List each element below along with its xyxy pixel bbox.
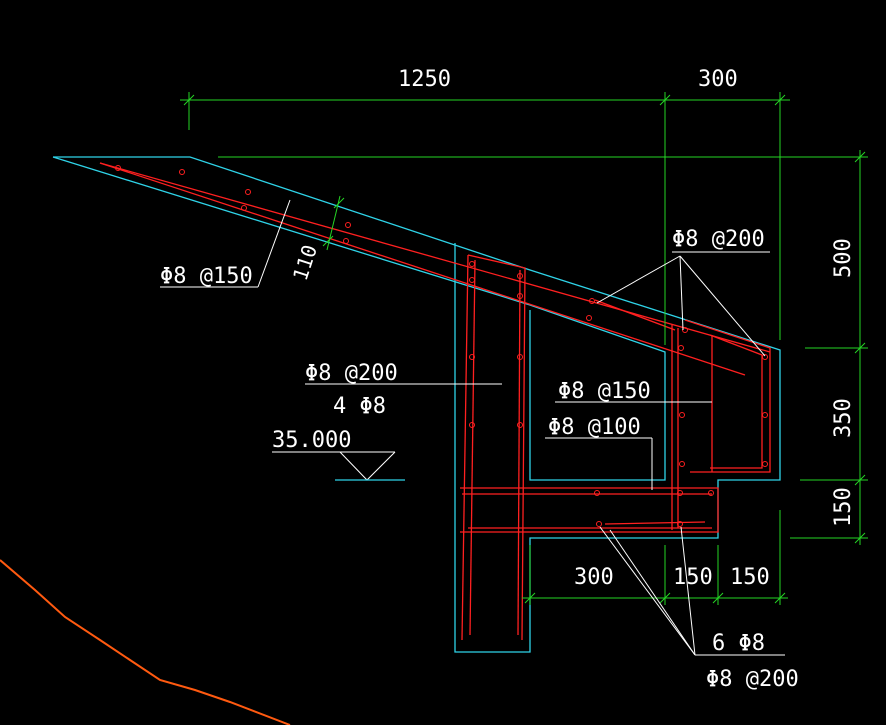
rebar-dot [241, 205, 247, 211]
rebar-dot [679, 412, 685, 418]
rebar-dot [469, 277, 475, 283]
rebar-dot [469, 422, 475, 428]
elevation-triangle [339, 451, 396, 481]
rebar-dot [586, 315, 592, 321]
dim-label-slab-thickness: 110 [288, 242, 322, 284]
ground-curve [0, 559, 291, 725]
dim-label-right-bottom: 150 [831, 487, 856, 527]
dim-label-bottom-c: 150 [730, 565, 770, 590]
rebar-dot [115, 165, 121, 171]
leader-beam [680, 526, 696, 656]
rebar-dot [677, 490, 683, 496]
slab-bottom-bar [99, 162, 746, 376]
dim-label-bottom-a: 300 [574, 565, 614, 590]
dimension-lines [180, 92, 868, 605]
rebar-dot [762, 461, 768, 467]
rebar-label-top-right: Φ8 @200 [672, 227, 765, 252]
rebar-label-column-main: 4 Φ8 [333, 394, 386, 419]
rebar-dot [596, 521, 602, 527]
rebar-label-slab: Φ8 @150 [160, 264, 253, 289]
slab-top-bar [99, 162, 771, 353]
rebar-dot [469, 261, 475, 267]
rebar-label-beam-stirrup: Φ8 @200 [706, 667, 799, 692]
rebar-dot [762, 412, 768, 418]
dim-tick [854, 151, 866, 163]
dim-tick [659, 94, 671, 106]
rebar-dot [517, 422, 523, 428]
column-inner-bar [469, 259, 476, 636]
rebar-dot [343, 238, 349, 244]
rebar-dot [469, 354, 475, 360]
dim-tick [854, 532, 866, 544]
leader-top-right [679, 255, 766, 357]
rebar-dot [517, 273, 523, 279]
column-stirrup [467, 254, 526, 641]
dim-tick [854, 342, 866, 354]
rebar-dot [345, 222, 351, 228]
dim-tick [854, 474, 866, 486]
rebar-dot [708, 490, 714, 496]
dim-tick [774, 592, 786, 604]
rebar-dot [679, 461, 685, 467]
dim-tick [333, 197, 345, 209]
rebar-dot [589, 298, 595, 304]
rebar-dot [677, 521, 683, 527]
end-post-inner [709, 334, 763, 469]
canopy-slab-outline [53, 156, 781, 653]
leader-slab [257, 199, 291, 288]
column-inner-bar-2 [517, 269, 521, 636]
rebar-label-mid-lower: Φ8 @100 [548, 415, 641, 440]
dim-tick [659, 592, 671, 604]
rebar-label-beam-main: 6 Φ8 [712, 631, 765, 656]
rebar-dots [115, 165, 768, 527]
leader-beam [609, 529, 696, 656]
rebar-dot [179, 169, 185, 175]
rebar-dot [517, 293, 523, 299]
beam-hook [604, 521, 706, 525]
dim-label-top-right: 300 [698, 67, 738, 92]
rebar-dot [517, 354, 523, 360]
rebar-group [99, 162, 771, 641]
rebar-dot [594, 490, 600, 496]
dim-label-right-top: 500 [831, 238, 856, 278]
elevation-label: 35.000 [272, 428, 351, 453]
rebar-label-mid-right: Φ8 @150 [558, 379, 651, 404]
column-left-bar [461, 254, 469, 641]
slab-hook [594, 299, 676, 331]
rebar-dot [762, 354, 768, 360]
rebar-dot [245, 189, 251, 195]
canopy-slab-underside [52, 156, 666, 481]
dim-tick [774, 94, 786, 106]
dim-tick [712, 592, 724, 604]
dim-line-thickness [326, 195, 341, 251]
leader-top-right [679, 255, 684, 331]
leader-beam [599, 526, 696, 656]
rebar-label-column-stirrup: Φ8 @200 [305, 361, 398, 386]
dim-tick [322, 235, 334, 247]
leader-top-right [596, 255, 681, 304]
beam-stirrup [460, 487, 719, 533]
rebar-dot [678, 345, 684, 351]
leader-lines [160, 199, 785, 656]
concrete-outline [52, 156, 781, 653]
dim-label-right-mid: 350 [831, 398, 856, 438]
dim-tick [183, 94, 195, 106]
end-post-outer [684, 319, 771, 473]
labels: 1250 300 500 350 150 300 150 150 110 Φ8 … [160, 67, 856, 692]
dim-tick [524, 592, 536, 604]
dim-label-bottom-b: 150 [673, 565, 713, 590]
dim-label-top-left: 1250 [398, 67, 451, 92]
